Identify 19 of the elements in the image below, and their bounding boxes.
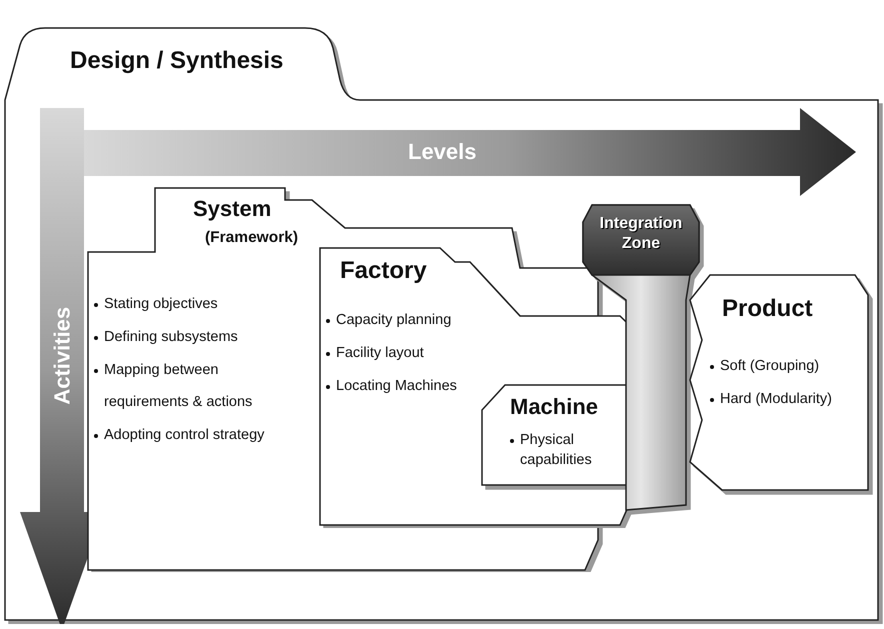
list-item: Locating Machines bbox=[336, 377, 458, 396]
list-item: Mapping between requirements & actions bbox=[104, 361, 254, 412]
list-item: Soft (Grouping) bbox=[720, 357, 820, 376]
axis-label: Levels bbox=[408, 138, 476, 166]
list-item: Adopting control strategy bbox=[104, 426, 266, 445]
heading: Design / Synthesis bbox=[70, 46, 284, 76]
list-item: Capacity planning bbox=[336, 311, 452, 330]
heading: Product bbox=[722, 294, 814, 324]
axis-label: Activities bbox=[48, 306, 76, 407]
heading: Machine bbox=[510, 393, 600, 420]
list-item: Facility layout bbox=[336, 344, 425, 363]
heading: System bbox=[193, 195, 272, 222]
heading: (Framework) bbox=[205, 228, 300, 248]
list-item: Stating objectives bbox=[104, 295, 219, 314]
heading: Factory bbox=[340, 256, 428, 286]
list-item: Defining subsystems bbox=[104, 328, 239, 347]
list-item: Hard (Modularity) bbox=[720, 390, 833, 409]
list-item: Physical capabilities bbox=[520, 431, 593, 470]
heading: Integration Zone bbox=[598, 214, 684, 254]
